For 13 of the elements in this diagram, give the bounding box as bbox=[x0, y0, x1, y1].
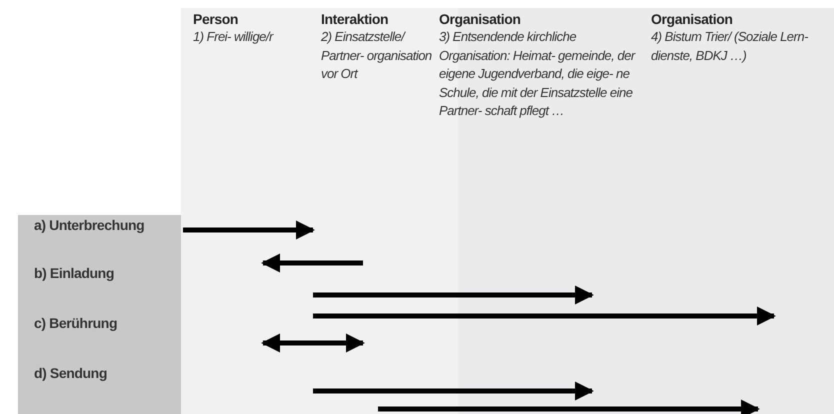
column-heading: Person bbox=[193, 11, 240, 28]
column-description: 4) Bistum Trier/ (Soziale Lern- dienste, BDKJ …) bbox=[651, 28, 810, 65]
column-description: 1) Frei- willige/r bbox=[193, 28, 275, 46]
column-heading: Organisation bbox=[439, 11, 522, 28]
row-label-panel bbox=[18, 215, 181, 414]
row-label: b) Einladung bbox=[34, 265, 114, 281]
row-label: a) Unterbrechung bbox=[34, 217, 144, 233]
row-label: c) Berührung bbox=[34, 315, 118, 331]
column-description: 3) Entsendende kirchliche Organisation: Heimat- gemeinde, der eigene Jugendverband, die eige- ne Schule, die mit der Einsatzstelle eine Partner- schaft pflegt … bbox=[439, 28, 636, 120]
row-label: d) Sendung bbox=[34, 365, 107, 381]
column-heading: Interaktion bbox=[321, 11, 390, 28]
column-heading: Organisation bbox=[651, 11, 734, 28]
column-description: 2) Einsatzstelle/ Partner- organisation vor Ort bbox=[321, 28, 433, 83]
